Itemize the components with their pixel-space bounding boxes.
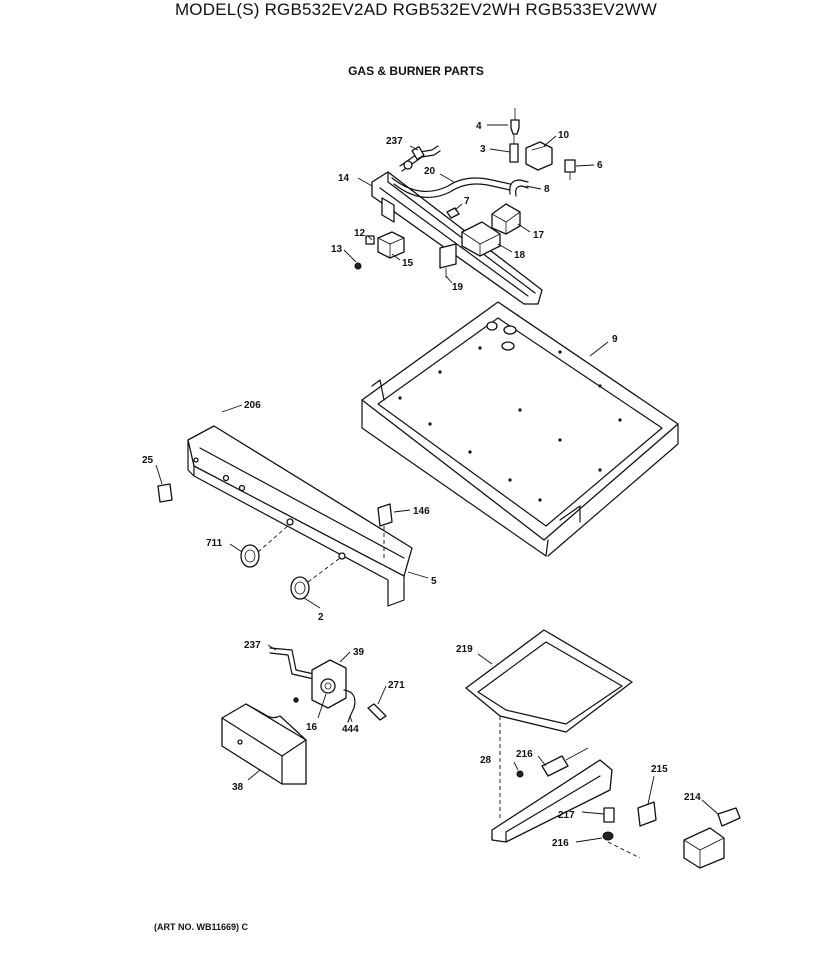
callout-8: 8 bbox=[544, 184, 550, 195]
callout-5: 5 bbox=[431, 576, 437, 587]
callout-216: 216 bbox=[552, 838, 569, 849]
callout-146: 146 bbox=[413, 506, 430, 517]
callout-237-top: 237 bbox=[386, 136, 403, 147]
callout-20: 20 bbox=[424, 166, 436, 177]
oven-valve-assembly bbox=[221, 647, 387, 785]
callout-214: 214 bbox=[684, 792, 701, 803]
art-number: (ART NO. WB11669) C bbox=[154, 922, 249, 932]
callout-25: 25 bbox=[142, 455, 154, 466]
callout-10: 10 bbox=[558, 130, 570, 141]
callout-14: 14 bbox=[338, 173, 350, 184]
control-panel bbox=[157, 425, 413, 607]
callout-15: 15 bbox=[402, 258, 414, 269]
callout-4: 4 bbox=[476, 121, 482, 132]
callout-219: 219 bbox=[456, 644, 473, 655]
section-title: GAS & BURNER PARTS bbox=[348, 64, 484, 78]
callout-444: 444 bbox=[342, 724, 359, 735]
callout-19: 19 bbox=[452, 282, 464, 293]
broil-burner-assembly bbox=[465, 629, 741, 869]
callout-labels: 4 3 10 6 237 14 20 8 7 17 18 19 12 15 13… bbox=[142, 121, 701, 849]
callout-12: 12 bbox=[354, 228, 366, 239]
callout-39: 39 bbox=[353, 647, 365, 658]
callout-215: 215 bbox=[651, 764, 668, 775]
burner-box bbox=[361, 301, 679, 557]
callout-2: 2 bbox=[318, 612, 324, 623]
callout-9: 9 bbox=[612, 334, 618, 345]
callout-13: 13 bbox=[331, 244, 343, 255]
callout-28: 28 bbox=[480, 755, 492, 766]
callout-38: 38 bbox=[232, 782, 244, 793]
callout-237-bottom: 237 bbox=[244, 640, 261, 651]
leader-lines bbox=[155, 124, 719, 843]
callout-711: 711 bbox=[206, 538, 223, 549]
callout-18: 18 bbox=[514, 250, 526, 261]
model-title: MODEL(S) RGB532EV2AD RGB532EV2WH RGB533E… bbox=[174, 0, 658, 19]
callout-16: 16 bbox=[306, 722, 318, 733]
callout-7: 7 bbox=[464, 196, 470, 207]
callout-3: 3 bbox=[480, 144, 486, 155]
callout-218: 216 bbox=[516, 749, 533, 760]
manifold-assembly bbox=[354, 108, 576, 305]
callout-6: 6 bbox=[597, 160, 603, 171]
callout-17: 17 bbox=[533, 230, 545, 241]
callout-217: 217 bbox=[558, 810, 575, 821]
callout-206: 206 bbox=[244, 400, 261, 411]
callout-271: 271 bbox=[388, 680, 405, 691]
